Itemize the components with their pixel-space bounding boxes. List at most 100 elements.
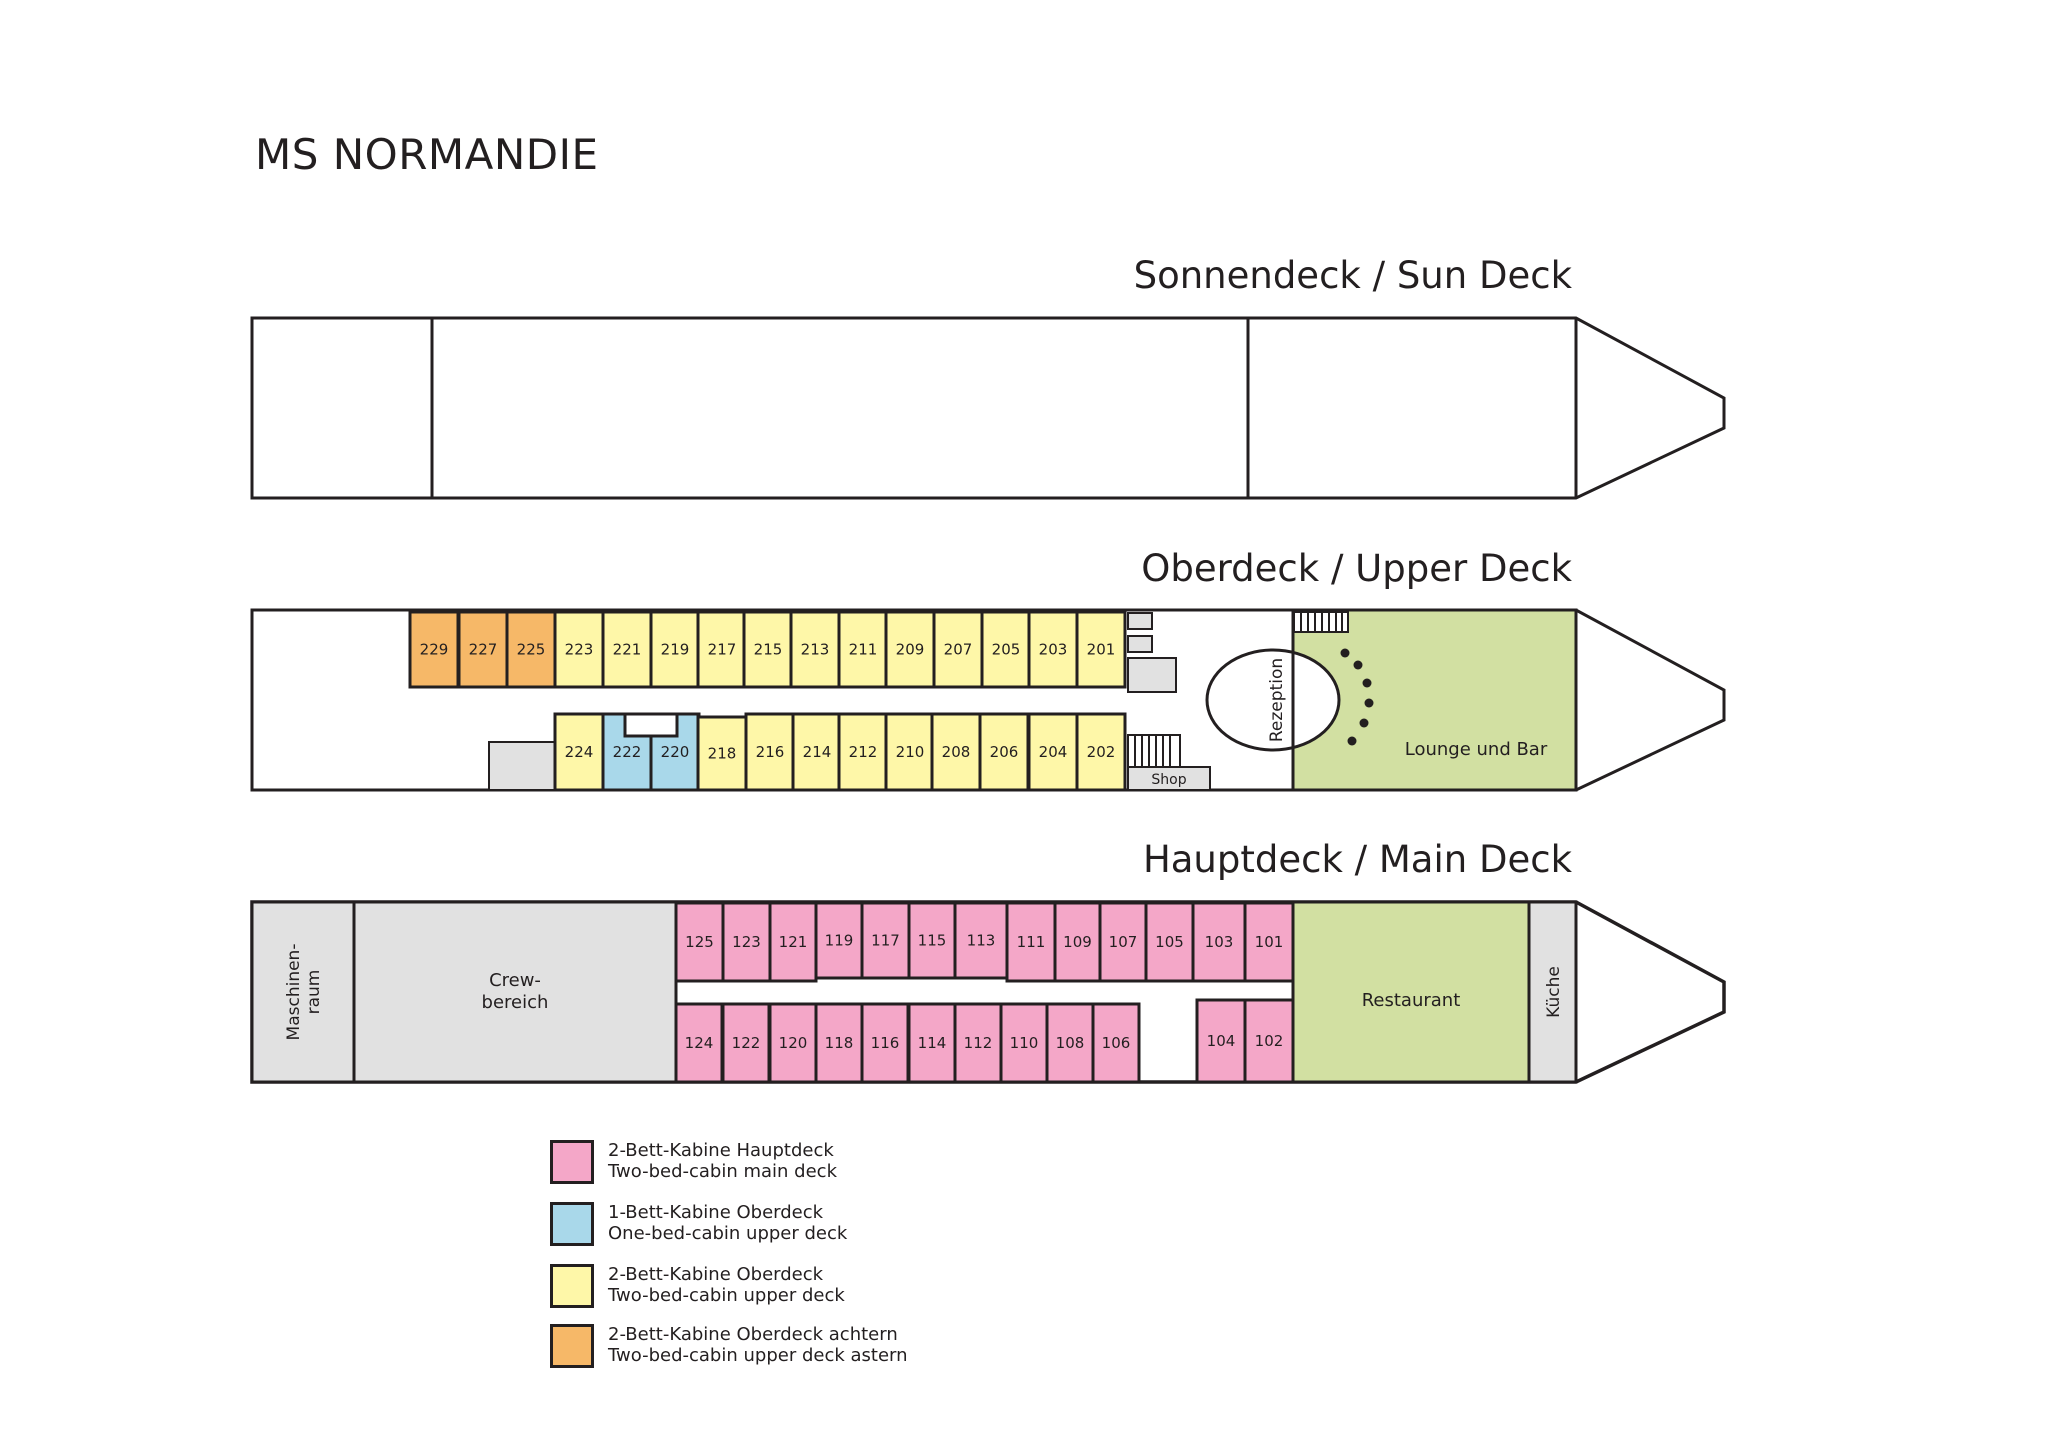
cabin-box[interactable] bbox=[1075, 712, 1127, 792]
cabin-box[interactable] bbox=[791, 712, 843, 792]
cabin-223[interactable]: 223 bbox=[553, 610, 605, 689]
legend-text: 2-Bett-Kabine Hauptdeck Two-bed-cabin ma… bbox=[608, 1140, 837, 1182]
cabin-box[interactable] bbox=[721, 901, 772, 983]
cabin-201[interactable]: 201 bbox=[1075, 610, 1127, 689]
cabin-121[interactable]: 121 bbox=[768, 901, 818, 983]
cabin-210[interactable]: 210 bbox=[884, 712, 936, 792]
cabin-119[interactable]: 119 bbox=[814, 901, 864, 980]
cabin-221[interactable]: 221 bbox=[601, 610, 653, 689]
cabin-112[interactable]: 112 bbox=[953, 1002, 1003, 1084]
cabin-206[interactable]: 206 bbox=[978, 712, 1030, 792]
cabin-box[interactable] bbox=[674, 1002, 724, 1084]
cabin-215[interactable]: 215 bbox=[742, 610, 794, 689]
cabin-116[interactable]: 116 bbox=[860, 1002, 910, 1084]
cabin-number: 212 bbox=[849, 743, 878, 761]
cabin-box[interactable] bbox=[408, 610, 460, 689]
cabin-box[interactable] bbox=[505, 610, 557, 689]
upper-service-box-1 bbox=[1127, 612, 1153, 630]
cabin-204[interactable]: 204 bbox=[1027, 712, 1079, 792]
cabin-box[interactable] bbox=[932, 610, 984, 689]
cabin-216[interactable]: 216 bbox=[744, 712, 796, 792]
reception-desk[interactable] bbox=[1205, 648, 1341, 752]
cabin-217[interactable]: 217 bbox=[696, 610, 748, 689]
cabin-box[interactable] bbox=[553, 610, 605, 689]
cabin-107[interactable]: 107 bbox=[1098, 901, 1148, 983]
cabin-110[interactable]: 110 bbox=[999, 1002, 1049, 1084]
cabin-213[interactable]: 213 bbox=[789, 610, 841, 689]
cabin-box[interactable] bbox=[457, 610, 509, 689]
cabin-115[interactable]: 115 bbox=[907, 901, 957, 980]
cabin-box[interactable] bbox=[1191, 901, 1247, 983]
shop-label: Shop bbox=[1151, 772, 1186, 788]
cabin-103[interactable]: 103 bbox=[1191, 901, 1247, 983]
cabin-box[interactable] bbox=[907, 1002, 957, 1084]
cabin-box[interactable] bbox=[553, 712, 605, 792]
cabin-102[interactable]: 102 bbox=[1243, 998, 1295, 1084]
cabin-101[interactable]: 101 bbox=[1243, 901, 1295, 983]
cabin-207[interactable]: 207 bbox=[932, 610, 984, 689]
cabin-214[interactable]: 214 bbox=[791, 712, 843, 792]
cabin-227[interactable]: 227 bbox=[457, 610, 509, 689]
restaurant-area[interactable] bbox=[1291, 900, 1531, 1084]
cabin-122[interactable]: 122 bbox=[721, 1002, 771, 1084]
cabin-111[interactable]: 111 bbox=[1005, 901, 1057, 983]
cabin-box[interactable] bbox=[789, 610, 841, 689]
cabin-120[interactable]: 120 bbox=[768, 1002, 818, 1084]
cabin-202[interactable]: 202 bbox=[1075, 712, 1127, 792]
cabin-125[interactable]: 125 bbox=[674, 901, 725, 983]
cabin-225[interactable]: 225 bbox=[505, 610, 557, 689]
cabin-box[interactable] bbox=[837, 712, 889, 792]
cabin-number: 218 bbox=[708, 745, 737, 763]
cabin-106[interactable]: 106 bbox=[1091, 1002, 1141, 1084]
cabin-box[interactable] bbox=[742, 610, 794, 689]
cabin-box[interactable] bbox=[1195, 998, 1247, 1084]
cabin-118[interactable]: 118 bbox=[814, 1002, 864, 1084]
cabin-113[interactable]: 113 bbox=[953, 901, 1009, 980]
legend-line-de: 2-Bett-Kabine Hauptdeck bbox=[608, 1140, 834, 1161]
cabin-205[interactable]: 205 bbox=[980, 610, 1032, 689]
cabin-box[interactable] bbox=[696, 715, 748, 792]
cabin-box[interactable] bbox=[1243, 901, 1295, 983]
cabin-104[interactable]: 104 bbox=[1195, 998, 1247, 1084]
cabin-box[interactable] bbox=[1075, 610, 1127, 689]
cabin-box[interactable] bbox=[978, 712, 1030, 792]
cabin-box[interactable] bbox=[768, 1002, 818, 1084]
legend-line-en: One-bed-cabin upper deck bbox=[608, 1223, 848, 1244]
cabin-123[interactable]: 123 bbox=[721, 901, 772, 983]
cabin-box[interactable] bbox=[814, 901, 864, 980]
cabin-box[interactable] bbox=[674, 901, 725, 983]
cabin-box[interactable] bbox=[1243, 998, 1295, 1084]
cabin-219[interactable]: 219 bbox=[649, 610, 701, 689]
cabin-117[interactable]: 117 bbox=[860, 901, 911, 980]
cabin-box[interactable] bbox=[1098, 901, 1148, 983]
cabin-212[interactable]: 212 bbox=[837, 712, 889, 792]
cabin-203[interactable]: 203 bbox=[1027, 610, 1079, 689]
cabin-box[interactable] bbox=[1053, 901, 1102, 983]
upper-service-box-3 bbox=[1127, 657, 1177, 693]
cabin-box[interactable] bbox=[649, 610, 701, 689]
cabin-box[interactable] bbox=[1005, 901, 1057, 983]
cabin-109[interactable]: 109 bbox=[1053, 901, 1102, 983]
cabin-box[interactable] bbox=[814, 1002, 864, 1084]
cabin-105[interactable]: 105 bbox=[1144, 901, 1195, 983]
cabin-218[interactable]: 218 bbox=[696, 715, 748, 792]
cabin-208[interactable]: 208 bbox=[930, 712, 982, 792]
cabin-number: 225 bbox=[517, 641, 546, 659]
cabin-108[interactable]: 108 bbox=[1045, 1002, 1095, 1084]
shop-area[interactable] bbox=[1127, 766, 1211, 791]
cabin-114[interactable]: 114 bbox=[907, 1002, 957, 1084]
cabin-box[interactable] bbox=[860, 901, 911, 980]
cabin-box[interactable] bbox=[860, 1002, 910, 1084]
cabin-box[interactable] bbox=[1091, 1002, 1141, 1084]
cabin-box[interactable] bbox=[601, 610, 653, 689]
cabin-209[interactable]: 209 bbox=[884, 610, 936, 689]
cabin-box[interactable] bbox=[1027, 712, 1079, 792]
cabin-box[interactable] bbox=[930, 712, 982, 792]
cabin-211[interactable]: 211 bbox=[837, 610, 889, 689]
cabin-box[interactable] bbox=[837, 610, 889, 689]
cabin-number: 106 bbox=[1102, 1034, 1131, 1052]
cabin-124[interactable]: 124 bbox=[674, 1002, 724, 1084]
cabin-229[interactable]: 229 bbox=[408, 610, 460, 689]
cabin-224[interactable]: 224 bbox=[553, 712, 605, 792]
cabin-box[interactable] bbox=[980, 610, 1032, 689]
